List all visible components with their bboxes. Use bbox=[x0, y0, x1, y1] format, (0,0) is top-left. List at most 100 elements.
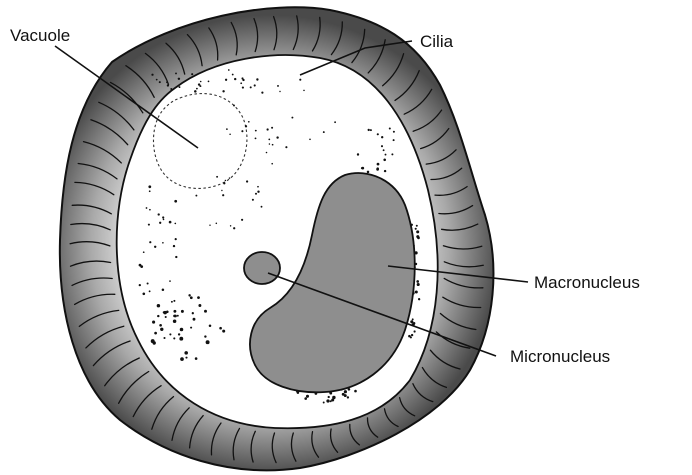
granule bbox=[221, 190, 222, 191]
granule bbox=[162, 242, 164, 244]
granule bbox=[376, 168, 379, 171]
granule bbox=[233, 227, 235, 229]
granule bbox=[306, 395, 309, 398]
granule bbox=[240, 82, 242, 84]
granule bbox=[354, 390, 357, 393]
granule bbox=[174, 223, 176, 225]
granule bbox=[159, 222, 161, 224]
granule bbox=[143, 251, 145, 253]
granule bbox=[291, 117, 293, 119]
granule bbox=[195, 357, 198, 360]
granule bbox=[255, 137, 257, 139]
granule bbox=[139, 264, 142, 267]
granule bbox=[408, 335, 411, 338]
granule bbox=[200, 81, 202, 83]
granule bbox=[160, 328, 163, 331]
granule bbox=[169, 221, 172, 224]
granule bbox=[191, 73, 193, 75]
granule bbox=[344, 390, 347, 393]
granule bbox=[285, 146, 287, 148]
granule bbox=[255, 193, 257, 195]
granule bbox=[226, 128, 228, 130]
granule bbox=[412, 318, 414, 320]
granule bbox=[347, 396, 349, 398]
granule bbox=[417, 237, 420, 240]
granule bbox=[216, 223, 218, 225]
granule bbox=[257, 186, 259, 188]
granule bbox=[410, 320, 413, 323]
granule bbox=[185, 357, 187, 359]
granule bbox=[197, 296, 200, 299]
granule bbox=[159, 324, 162, 327]
granule bbox=[158, 213, 160, 215]
granule bbox=[180, 357, 184, 361]
granule bbox=[149, 241, 151, 243]
granule bbox=[381, 136, 383, 138]
granule bbox=[190, 296, 193, 299]
granule bbox=[416, 280, 419, 283]
micronucleus-label: Micronucleus bbox=[510, 347, 610, 366]
granule bbox=[391, 153, 393, 155]
granule bbox=[303, 90, 305, 92]
granule bbox=[222, 90, 224, 92]
granule bbox=[384, 170, 386, 172]
granule bbox=[188, 294, 190, 296]
granule bbox=[175, 72, 177, 74]
granule bbox=[246, 180, 248, 182]
granule bbox=[190, 327, 192, 329]
granule bbox=[171, 301, 173, 303]
granule bbox=[173, 300, 175, 302]
granule bbox=[232, 74, 234, 76]
granule bbox=[222, 194, 224, 196]
granule bbox=[248, 121, 250, 123]
granule bbox=[194, 90, 197, 93]
macronucleus-label: Macronucleus bbox=[534, 273, 640, 292]
vacuole bbox=[153, 94, 246, 189]
granule bbox=[180, 328, 184, 332]
granule bbox=[271, 163, 273, 165]
granule bbox=[151, 339, 155, 343]
granule bbox=[157, 304, 160, 307]
granule bbox=[192, 312, 194, 314]
granule bbox=[223, 182, 225, 184]
granule bbox=[175, 256, 177, 258]
granule bbox=[167, 84, 169, 86]
granule bbox=[225, 79, 227, 81]
granule bbox=[416, 225, 418, 227]
granule bbox=[389, 127, 391, 129]
granule bbox=[179, 86, 181, 88]
granule bbox=[149, 190, 151, 192]
granule bbox=[159, 81, 161, 83]
granule bbox=[241, 130, 243, 132]
granule bbox=[415, 291, 418, 294]
granule bbox=[381, 145, 383, 147]
granule bbox=[252, 199, 254, 201]
granule bbox=[165, 316, 167, 318]
granule bbox=[414, 330, 416, 332]
granule bbox=[277, 85, 279, 87]
granule bbox=[276, 136, 278, 138]
granule bbox=[245, 125, 247, 127]
granule bbox=[261, 206, 263, 208]
granule bbox=[177, 315, 179, 317]
granule bbox=[266, 128, 268, 130]
granule bbox=[323, 131, 325, 133]
granule bbox=[139, 284, 141, 286]
granule bbox=[415, 228, 417, 230]
granule bbox=[269, 143, 271, 145]
granule bbox=[163, 219, 165, 221]
granule bbox=[344, 394, 347, 397]
vacuole-label: Vacuole bbox=[10, 26, 70, 45]
granule bbox=[411, 334, 413, 336]
granule bbox=[216, 176, 218, 178]
granule bbox=[271, 127, 273, 129]
granule bbox=[166, 81, 168, 83]
granule bbox=[157, 315, 159, 317]
granule bbox=[178, 78, 180, 80]
granule bbox=[255, 130, 257, 132]
granule bbox=[222, 330, 225, 333]
granule bbox=[257, 191, 259, 193]
granule bbox=[268, 139, 270, 141]
